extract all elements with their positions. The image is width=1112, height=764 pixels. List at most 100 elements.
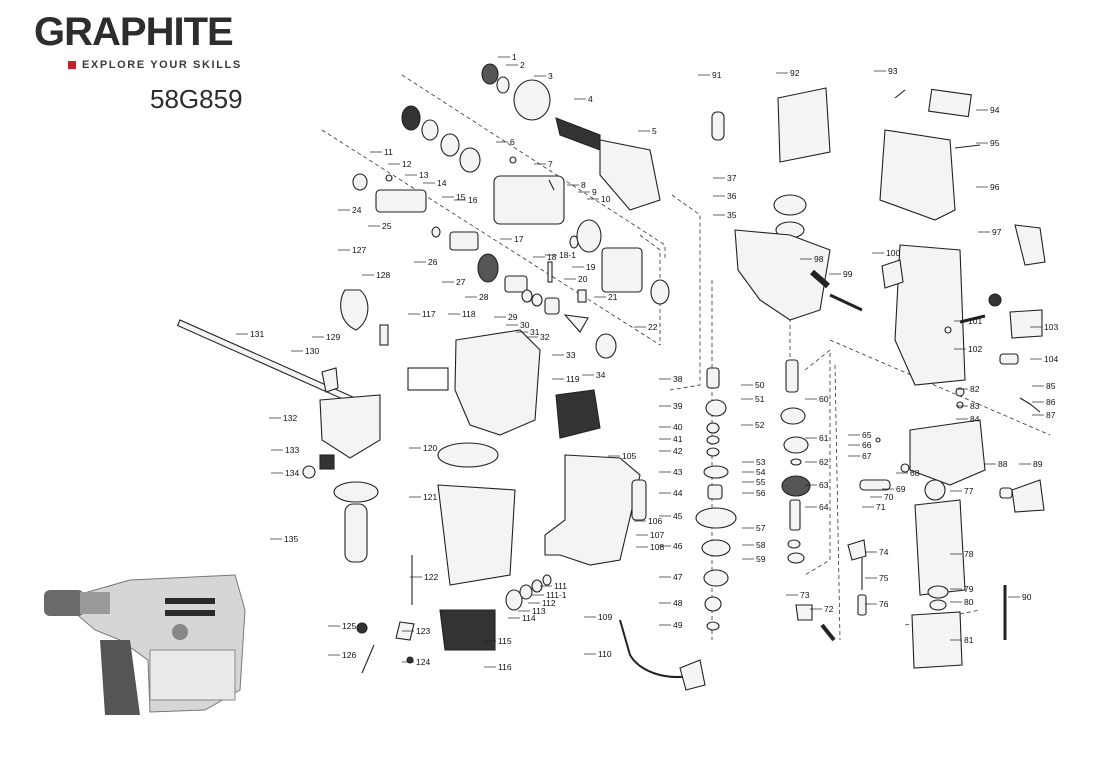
part-label-85: 85 xyxy=(1046,381,1056,391)
part-label-91: 91 xyxy=(712,70,722,80)
part-label-88: 88 xyxy=(998,459,1008,469)
part-label-87: 87 xyxy=(1046,410,1056,420)
part-label-36: 36 xyxy=(727,191,737,201)
part-label-114: 114 xyxy=(522,613,536,623)
part-label-69: 69 xyxy=(896,484,906,494)
part-label-21: 21 xyxy=(608,292,618,302)
part-label-59: 59 xyxy=(756,554,766,564)
part-label-132: 132 xyxy=(283,413,297,423)
part-label-103: 103 xyxy=(1044,322,1058,332)
part-label-63: 63 xyxy=(819,480,829,490)
part-label-110: 110 xyxy=(598,649,612,659)
part-label-9: 9 xyxy=(592,187,597,197)
part-label-31: 31 xyxy=(530,327,540,337)
part-label-72: 72 xyxy=(824,604,834,614)
part-label-127: 127 xyxy=(352,245,366,255)
part-label-130: 130 xyxy=(305,346,319,356)
part-label-119: 119 xyxy=(566,374,580,384)
part-label-98: 98 xyxy=(814,254,824,264)
part-label-94: 94 xyxy=(990,105,1000,115)
part-label-111-1: 111-1 xyxy=(546,590,567,600)
part-label-60: 60 xyxy=(819,394,829,404)
part-label-118: 118 xyxy=(462,309,476,319)
part-label-104: 104 xyxy=(1044,354,1058,364)
part-label-77: 77 xyxy=(964,486,974,496)
part-label-28: 28 xyxy=(479,292,489,302)
part-label-133: 133 xyxy=(285,445,299,455)
brand-tagline: EXPLORE YOUR SKILLS xyxy=(82,59,242,71)
part-label-56: 56 xyxy=(756,488,766,498)
part-label-107: 107 xyxy=(650,530,664,540)
part-label-8: 8 xyxy=(581,180,586,190)
parts xyxy=(176,63,1046,691)
part-label-16: 16 xyxy=(468,195,478,205)
part-label-97: 97 xyxy=(992,227,1002,237)
part-label-6: 6 xyxy=(510,137,515,147)
part-label-30: 30 xyxy=(520,320,530,330)
part-label-2: 2 xyxy=(520,60,525,70)
part-label-117: 117 xyxy=(422,309,436,319)
part-label-43: 43 xyxy=(673,467,683,477)
part-label-10: 10 xyxy=(601,194,611,204)
part-label-79: 79 xyxy=(964,584,974,594)
part-label-121: 121 xyxy=(423,492,437,502)
part-label-100: 100 xyxy=(886,248,900,258)
part-label-5: 5 xyxy=(652,126,657,136)
part-label-20: 20 xyxy=(578,274,588,284)
part-label-57: 57 xyxy=(756,523,766,533)
part-label-37: 37 xyxy=(727,173,737,183)
part-label-109: 109 xyxy=(598,612,612,622)
part-label-49: 49 xyxy=(673,620,683,630)
part-label-29: 29 xyxy=(508,312,518,322)
part-label-45: 45 xyxy=(673,511,683,521)
part-label-18-1: 18-1 xyxy=(559,250,576,260)
part-label-84: 84 xyxy=(970,414,980,424)
part-label-81: 81 xyxy=(964,635,974,645)
part-label-70: 70 xyxy=(884,492,894,502)
leader-lines xyxy=(236,56,1044,668)
part-label-76: 76 xyxy=(879,599,889,609)
part-label-13: 13 xyxy=(419,170,429,180)
part-label-22: 22 xyxy=(648,322,658,332)
part-label-74: 74 xyxy=(879,547,889,557)
part-label-131: 131 xyxy=(250,329,264,339)
part-label-64: 64 xyxy=(819,502,829,512)
part-label-80: 80 xyxy=(964,597,974,607)
part-label-1: 1 xyxy=(512,52,517,62)
part-label-86: 86 xyxy=(1046,397,1056,407)
part-label-38: 38 xyxy=(673,374,683,384)
brand-square-icon xyxy=(68,61,76,69)
part-label-82: 82 xyxy=(970,384,980,394)
part-label-62: 62 xyxy=(819,457,829,467)
part-label-7: 7 xyxy=(548,159,553,169)
part-label-125: 125 xyxy=(342,621,356,631)
part-label-90: 90 xyxy=(1022,592,1032,602)
part-label-113: 113 xyxy=(532,606,546,616)
part-label-73: 73 xyxy=(800,590,810,600)
part-label-102: 102 xyxy=(968,344,982,354)
part-label-106: 106 xyxy=(648,516,662,526)
part-label-48: 48 xyxy=(673,598,683,608)
part-label-112: 112 xyxy=(542,598,556,608)
part-label-42: 42 xyxy=(673,446,683,456)
part-label-47: 47 xyxy=(673,572,683,582)
part-label-54: 54 xyxy=(756,467,766,477)
part-label-58: 58 xyxy=(756,540,766,550)
product-photo xyxy=(40,566,248,718)
part-label-135: 135 xyxy=(284,534,298,544)
part-label-4: 4 xyxy=(588,94,593,104)
part-label-26: 26 xyxy=(428,257,438,267)
part-label-17: 17 xyxy=(514,234,524,244)
part-label-53: 53 xyxy=(756,457,766,467)
part-label-50: 50 xyxy=(755,380,765,390)
part-label-27: 27 xyxy=(456,277,466,287)
part-label-108: 108 xyxy=(650,542,664,552)
part-label-66: 66 xyxy=(862,440,872,450)
part-label-93: 93 xyxy=(888,66,898,76)
part-label-101: 101 xyxy=(968,316,982,326)
part-label-75: 75 xyxy=(879,573,889,583)
part-label-61: 61 xyxy=(819,433,829,443)
part-label-124: 124 xyxy=(416,657,430,667)
part-label-3: 3 xyxy=(548,71,553,81)
